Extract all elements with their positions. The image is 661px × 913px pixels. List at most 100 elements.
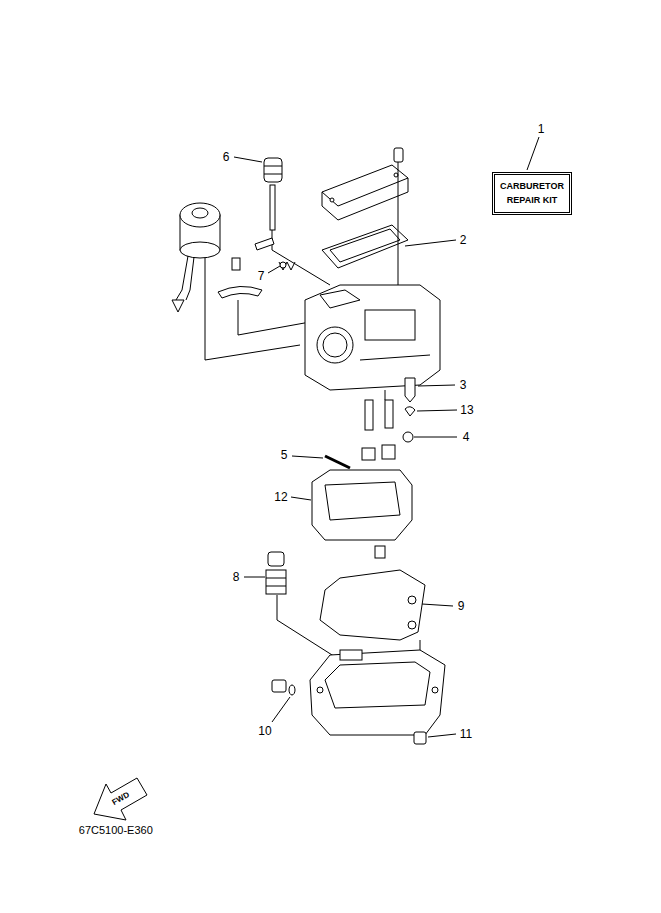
jets <box>385 400 393 428</box>
top-cover <box>394 148 403 162</box>
screw-spring <box>255 238 295 270</box>
float-bowl <box>340 650 362 660</box>
callout-number: 1 <box>538 123 545 135</box>
forward-arrow <box>94 778 147 820</box>
top-cover <box>322 165 408 220</box>
screws <box>289 685 295 695</box>
guide-lines <box>272 230 330 285</box>
leader-lines <box>234 137 539 737</box>
float-bowl <box>310 650 445 735</box>
guide-lines <box>205 162 420 732</box>
leader-lines <box>414 437 457 438</box>
carburetor-body <box>305 285 440 390</box>
screw-spring <box>279 262 295 270</box>
drain-plug <box>268 552 284 566</box>
lever <box>232 258 240 270</box>
float-bowl <box>432 687 438 693</box>
bowl-gasket <box>408 621 416 629</box>
float <box>375 546 385 558</box>
choke-solenoid <box>172 300 184 312</box>
jets <box>365 400 373 430</box>
float-bowl <box>317 687 323 693</box>
float-bowl <box>310 650 445 735</box>
float <box>325 482 400 520</box>
float <box>312 470 412 558</box>
drain-plug <box>266 586 286 587</box>
leader-lines <box>527 137 539 170</box>
leader-lines <box>417 410 457 411</box>
screws <box>272 680 286 692</box>
leader-lines <box>244 577 265 578</box>
plug-part <box>270 185 275 230</box>
drain-plug <box>266 578 286 579</box>
callout-number: 12 <box>274 491 287 503</box>
carburetor-body <box>323 333 347 357</box>
screw-spring <box>280 262 286 268</box>
guide-lines <box>205 255 300 360</box>
top-cover <box>330 198 334 202</box>
needle-valve <box>403 432 413 442</box>
leader-lines <box>428 734 456 737</box>
gasket <box>330 229 400 262</box>
screws <box>414 732 426 744</box>
callout-number: 11 <box>460 728 472 740</box>
top-cover <box>322 178 408 206</box>
jets <box>382 445 395 459</box>
kit-label-box: CARBURETOR REPAIR KIT <box>492 172 572 215</box>
callout-number: 8 <box>233 571 240 583</box>
gasket <box>322 225 408 268</box>
guide-lines <box>238 300 310 335</box>
drawing-code: 67C5100-E360 <box>79 825 153 836</box>
callout-number: 5 <box>281 449 288 461</box>
leader-lines <box>272 697 290 722</box>
carburetor-body <box>360 355 430 360</box>
top-cover <box>322 148 408 220</box>
carburetor-body <box>320 290 360 308</box>
bowl-gasket <box>408 596 416 604</box>
leader-lines <box>291 497 311 500</box>
callout-number: 4 <box>463 431 470 443</box>
drain-plug <box>266 552 286 594</box>
kit-label-text: CARBURETOR REPAIR KIT <box>500 180 564 207</box>
screw-spring <box>255 238 274 250</box>
choke-solenoid <box>192 208 208 218</box>
leader-lines <box>268 266 280 273</box>
callout-number: 2 <box>460 234 467 246</box>
callout-number: 7 <box>258 270 265 282</box>
callout-number: 10 <box>258 725 271 737</box>
leader-lines <box>234 157 262 162</box>
callout-number: 3 <box>460 379 467 391</box>
choke-solenoid <box>180 203 220 227</box>
drain-plug <box>266 570 286 594</box>
jets <box>362 448 375 460</box>
top-cover <box>394 173 398 177</box>
jets <box>362 400 395 460</box>
callout-number: 13 <box>460 404 473 416</box>
pin <box>325 456 350 468</box>
float-bowl <box>325 662 430 708</box>
plug-part <box>264 158 282 182</box>
leader-lines <box>418 385 455 386</box>
plug-part <box>264 158 282 230</box>
choke-solenoid <box>176 256 194 300</box>
leader-lines <box>422 604 453 606</box>
carburetor-body <box>305 285 440 390</box>
needle-valve <box>405 378 415 402</box>
needle-valve <box>405 407 415 416</box>
leader-lines <box>292 456 323 458</box>
carburetor-body <box>365 310 415 340</box>
leader-lines <box>405 240 456 246</box>
lever <box>218 258 262 298</box>
screws <box>272 680 426 744</box>
choke-solenoid <box>180 242 220 258</box>
bowl-gasket <box>320 570 425 640</box>
gasket <box>322 225 408 268</box>
float <box>312 470 412 540</box>
carburetor-body <box>317 327 353 363</box>
choke-solenoid <box>172 203 220 312</box>
guide-lines <box>385 390 386 400</box>
needle-valve <box>403 378 415 442</box>
bowl-gasket <box>320 570 425 640</box>
lever <box>218 286 262 298</box>
